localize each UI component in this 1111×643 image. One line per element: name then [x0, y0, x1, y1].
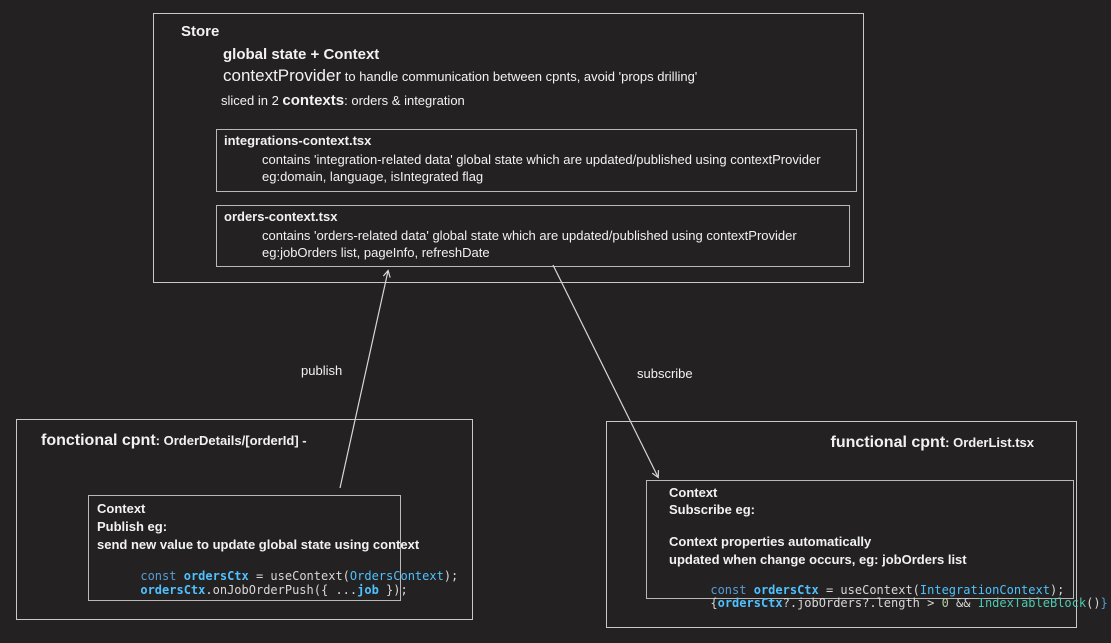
code-spread-dots: ... [335, 583, 358, 597]
order-list-title-main: functional cpnt [830, 434, 946, 451]
order-details-context-panel: Context Publish eg: send new value to up… [88, 495, 458, 601]
store-subtitle: global state + Context [223, 46, 380, 63]
context-provider-desc: to handle communication between cpnts, a… [341, 69, 698, 84]
integrations-context-line2: eg:domain, language, isIntegrated flag [262, 169, 484, 184]
store-sliced-line: sliced in 2 contexts: orders & integrati… [221, 92, 465, 110]
code-variable: ordersCtx [717, 596, 783, 610]
subscribe-code-line1: const ordersCtx = useContext(Integration… [667, 569, 1064, 611]
publish-code-line2: ordersCtx.onJobOrderPush({ ...job }); [97, 569, 408, 611]
publish-arrow-label: publish [301, 363, 343, 378]
code-variable: ordersCtx [183, 569, 249, 583]
code-plain: () [1086, 596, 1101, 610]
code-plain: = useContext( [248, 569, 350, 583]
orders-context-title: orders-context.tsx [224, 209, 338, 224]
sliced-post: : orders & integration [344, 93, 465, 108]
code-context-type: IntegrationContext [919, 583, 1050, 597]
panel-subheading: Publish eg: [97, 519, 168, 534]
store-provider-line: contextProvider to handle communication … [223, 66, 697, 86]
code-plain: ); [1049, 583, 1065, 597]
panel-subheading: Subscribe eg: [669, 502, 755, 517]
subscribe-arrow-label: subscribe [637, 366, 693, 381]
code-plain: = useContext( [818, 583, 920, 597]
order-details-title: fonctional cpnt: OrderDetails/[orderId] … [41, 432, 307, 450]
code-keyword: const [140, 569, 184, 583]
sliced-term: contexts [282, 92, 345, 109]
panel-description-2: updated when change occurs, eg: jobOrder… [669, 552, 967, 567]
order-list-title-detail: : OrderList.tsx [945, 435, 1034, 450]
sliced-pre: sliced in 2 [221, 93, 283, 108]
order-list-title: functional cpnt: OrderList.tsx [830, 434, 1034, 452]
context-provider-term: contextProvider [223, 66, 342, 85]
store-title: Store [181, 23, 220, 40]
code-plain: ); [443, 569, 459, 583]
panel-description-1: Context properties automatically [669, 534, 872, 549]
panel-heading: Context [97, 501, 146, 516]
orders-context-line1: contains 'orders-related data' global st… [262, 228, 797, 243]
code-plain: && [948, 596, 978, 610]
order-details-box: fonctional cpnt: OrderDetails/[orderId] … [16, 419, 473, 620]
publish-code-line1: const ordersCtx = useContext(OrdersConte… [97, 555, 458, 597]
order-details-title-main: fonctional cpnt [41, 432, 156, 449]
code-keyword: const [710, 583, 754, 597]
code-plain: }); [378, 583, 408, 597]
code-variable: ordersCtx [753, 583, 819, 597]
integrations-context-box: integrations-context.tsx contains 'integ… [216, 129, 857, 192]
code-variable: ordersCtx [140, 583, 206, 597]
code-plain: ?.jobOrders?.length > [782, 596, 942, 610]
panel-heading: Context [669, 485, 718, 500]
order-list-context-panel: Context Subscribe eg: Context properties… [646, 480, 1108, 610]
order-list-box: functional cpnt: OrderList.tsx Context S… [606, 421, 1108, 628]
integrations-context-title: integrations-context.tsx [224, 133, 372, 148]
code-number: 0 [941, 596, 949, 610]
subscribe-code-line2: {ordersCtx?.jobOrders?.length > 0 && Ind… [667, 582, 1108, 624]
code-plain: .onJobOrderPush({ [205, 583, 336, 597]
panel-description: send new value to update global state us… [97, 537, 420, 552]
order-details-title-detail: : OrderDetails/[orderId] - [155, 433, 307, 448]
code-open-brace: { [710, 596, 718, 610]
orders-context-line2: eg:jobOrders list, pageInfo, refreshDate [262, 245, 490, 260]
code-argument: job [357, 583, 379, 597]
code-function: IndexTableBlock [977, 596, 1087, 610]
integrations-context-line1: contains 'integration-related data' glob… [262, 152, 821, 167]
code-context-type: OrdersContext [349, 569, 444, 583]
orders-context-box: orders-context.tsx contains 'orders-rela… [216, 205, 850, 267]
store-box: Store global state + Context contextProv… [153, 13, 864, 283]
code-close-brace: } [1100, 596, 1108, 610]
